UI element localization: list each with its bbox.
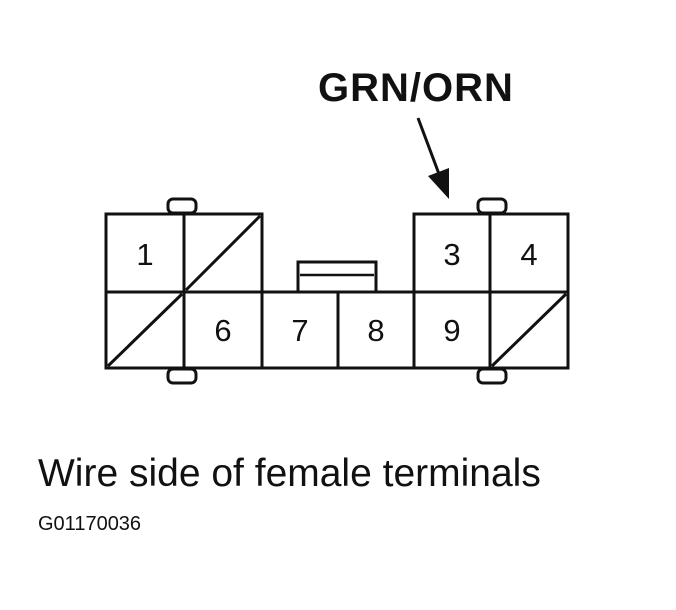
center-key-tab bbox=[296, 260, 378, 294]
empty-cavity-5 bbox=[106, 292, 184, 368]
bottom-left-tab bbox=[166, 367, 198, 385]
top-right-tab bbox=[476, 197, 508, 215]
bottom-right-tab bbox=[476, 367, 508, 385]
terminal-9: 9 bbox=[443, 313, 460, 348]
terminal-8: 8 bbox=[367, 313, 384, 348]
terminal-7: 7 bbox=[291, 313, 308, 348]
caption: Wire side of female terminals bbox=[38, 452, 541, 495]
empty-cavity-2 bbox=[184, 214, 262, 292]
pointer-arrowhead bbox=[428, 168, 449, 199]
pointer-arrow-line bbox=[416, 117, 444, 183]
top-left-tab bbox=[166, 197, 198, 215]
empty-cavity-10 bbox=[490, 292, 568, 368]
terminal-1: 1 bbox=[136, 237, 153, 272]
terminal-4: 4 bbox=[520, 237, 537, 272]
terminal-6: 6 bbox=[214, 313, 231, 348]
figure-code: G01170036 bbox=[38, 513, 142, 535]
wire-color-label: GRN/ORN bbox=[318, 66, 514, 110]
terminal-3: 3 bbox=[443, 237, 460, 272]
